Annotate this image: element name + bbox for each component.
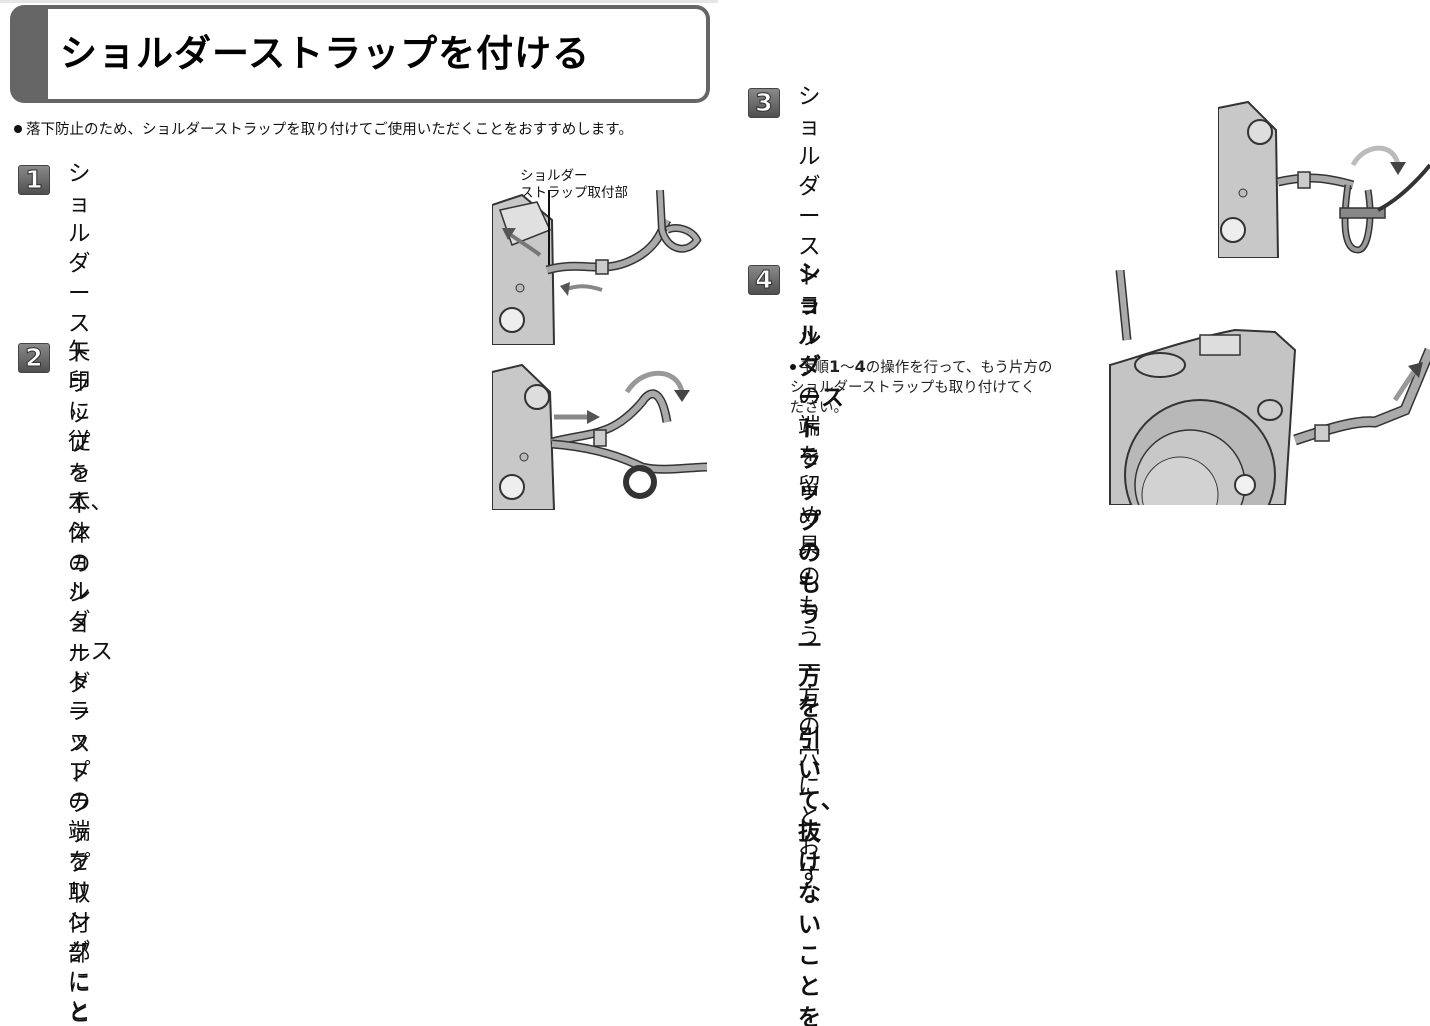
bullet-icon <box>14 125 22 133</box>
step-instruction: 矢印に従って、ショルダーストラップ の端をリングにとおしたあと、留め具 にとおす <box>68 339 114 1025</box>
page-title: ショルダーストラップを付ける <box>60 32 591 75</box>
step-number-badge: 2 <box>18 343 50 373</box>
section-title-box: ショルダーストラップを付ける <box>10 5 710 103</box>
step3-illustration <box>1218 100 1430 258</box>
step-number-badge: 1 <box>18 165 50 195</box>
note-text: 落下防止のため、ショルダーストラップを取り付けてご使用いただくことをおすすめしま… <box>26 122 633 138</box>
strap-mount-callout: ショルダー ストラップ取付部 <box>520 168 628 201</box>
recommendation-note: 落下防止のため、ショルダーストラップを取り付けてご使用いただくことをおすすめしま… <box>14 118 633 139</box>
step1-illustration <box>492 190 702 345</box>
top-border <box>0 0 718 3</box>
step-number-badge: 3 <box>748 88 780 118</box>
step-number-badge: 4 <box>748 265 780 295</box>
step-4-sub-note: 手順1～4の操作を行って、もう片方の ショルダーストラップも取り付けてく ださい… <box>790 357 1053 416</box>
step2-illustration <box>492 363 708 510</box>
bullet-icon <box>790 364 796 370</box>
step4-illustration <box>1109 270 1430 505</box>
